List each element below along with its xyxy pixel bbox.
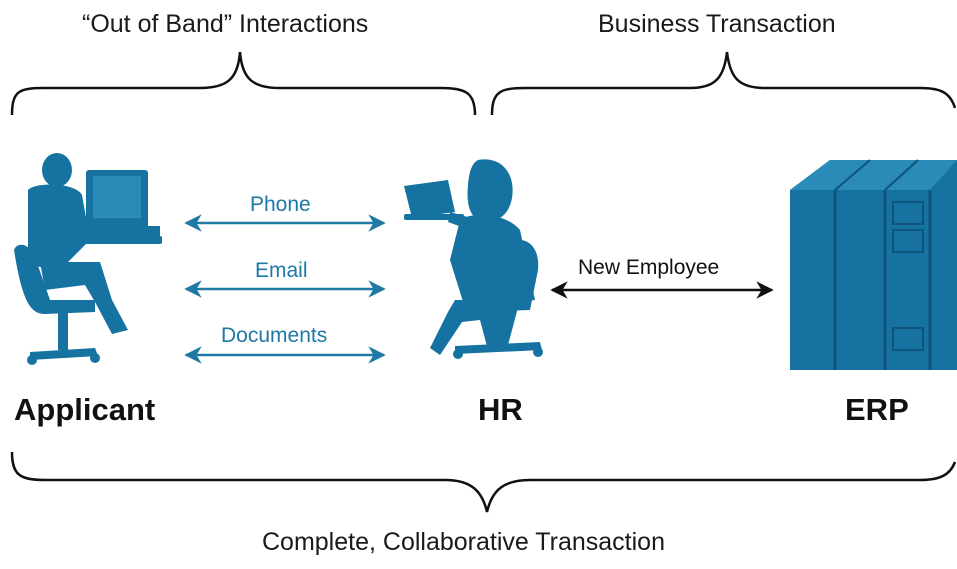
complete-transaction-label: Complete, Collaborative Transaction: [262, 528, 665, 556]
hr-label: HR: [478, 392, 523, 427]
top-left-brace: [10, 51, 477, 116]
applicant-label: Applicant: [14, 392, 156, 427]
out-of-band-heading: “Out of Band” Interactions: [82, 10, 369, 38]
new-employee-label: New Employee: [578, 256, 720, 279]
top-right-brace: [490, 51, 957, 116]
erp-server-icon: [790, 159, 957, 370]
bottom-brace: [10, 451, 957, 513]
erp-label: ERP: [845, 392, 909, 427]
business-transaction-heading: Business Transaction: [598, 10, 836, 38]
documents-label: Documents: [221, 324, 328, 347]
hr-person-with-laptop-icon: [404, 159, 543, 359]
phone-label: Phone: [250, 193, 311, 216]
email-label: Email: [255, 259, 308, 282]
applicant-at-computer-icon: [14, 153, 162, 365]
